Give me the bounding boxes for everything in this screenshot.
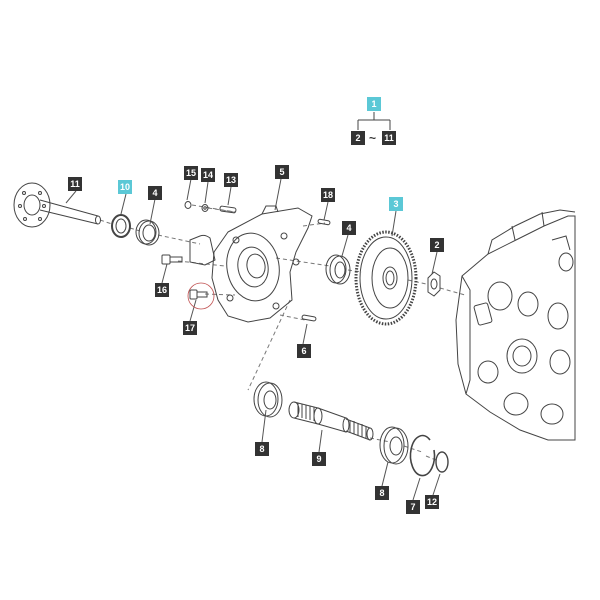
range-separator: ~ — [369, 131, 377, 145]
o-ring — [435, 451, 449, 473]
callout-10[interactable]: 10 — [118, 180, 132, 194]
callout-13[interactable]: 13 — [224, 173, 238, 187]
callout-range-from-2[interactable]: 2 — [351, 131, 365, 145]
callout-3[interactable]: 3 — [389, 197, 403, 211]
small-pins — [184, 201, 331, 322]
callout-8-left[interactable]: 8 — [255, 442, 269, 456]
nut — [427, 271, 441, 297]
range-bracket — [357, 112, 391, 130]
callout-9[interactable]: 9 — [312, 452, 326, 466]
bearing-lower-right — [379, 426, 409, 465]
axle-shaft — [13, 182, 101, 228]
callout-assembly-1[interactable]: 1 — [367, 97, 381, 111]
callout-6[interactable]: 6 — [297, 344, 311, 358]
callout-4-left[interactable]: 4 — [148, 186, 162, 200]
callout-18[interactable]: 18 — [321, 188, 335, 202]
oil-seal — [111, 214, 131, 238]
snap-ring — [409, 434, 436, 477]
bearing-lower-left — [253, 381, 283, 418]
bearing-left — [135, 219, 160, 246]
callout-7[interactable]: 7 — [406, 500, 420, 514]
leader-lines — [65, 178, 441, 501]
callout-16[interactable]: 16 — [155, 283, 169, 297]
callout-range-to-11[interactable]: 11 — [382, 131, 396, 145]
gear — [354, 230, 418, 326]
bolt-16 — [161, 254, 183, 265]
callout-5[interactable]: 5 — [275, 165, 289, 179]
callout-11[interactable]: 11 — [68, 177, 82, 191]
callout-17[interactable]: 17 — [183, 321, 197, 335]
housing — [189, 205, 313, 323]
callout-8-right[interactable]: 8 — [375, 486, 389, 500]
callout-2[interactable]: 2 — [430, 238, 444, 252]
bearing-right — [325, 254, 351, 285]
screw-17 — [187, 282, 215, 310]
callout-12[interactable]: 12 — [425, 495, 439, 509]
splined-shaft — [288, 401, 374, 441]
gearbox-case — [455, 209, 576, 441]
callout-4-right[interactable]: 4 — [342, 221, 356, 235]
callout-14[interactable]: 14 — [201, 168, 215, 182]
callout-15[interactable]: 15 — [184, 166, 198, 180]
assembly-lines — [99, 204, 466, 461]
